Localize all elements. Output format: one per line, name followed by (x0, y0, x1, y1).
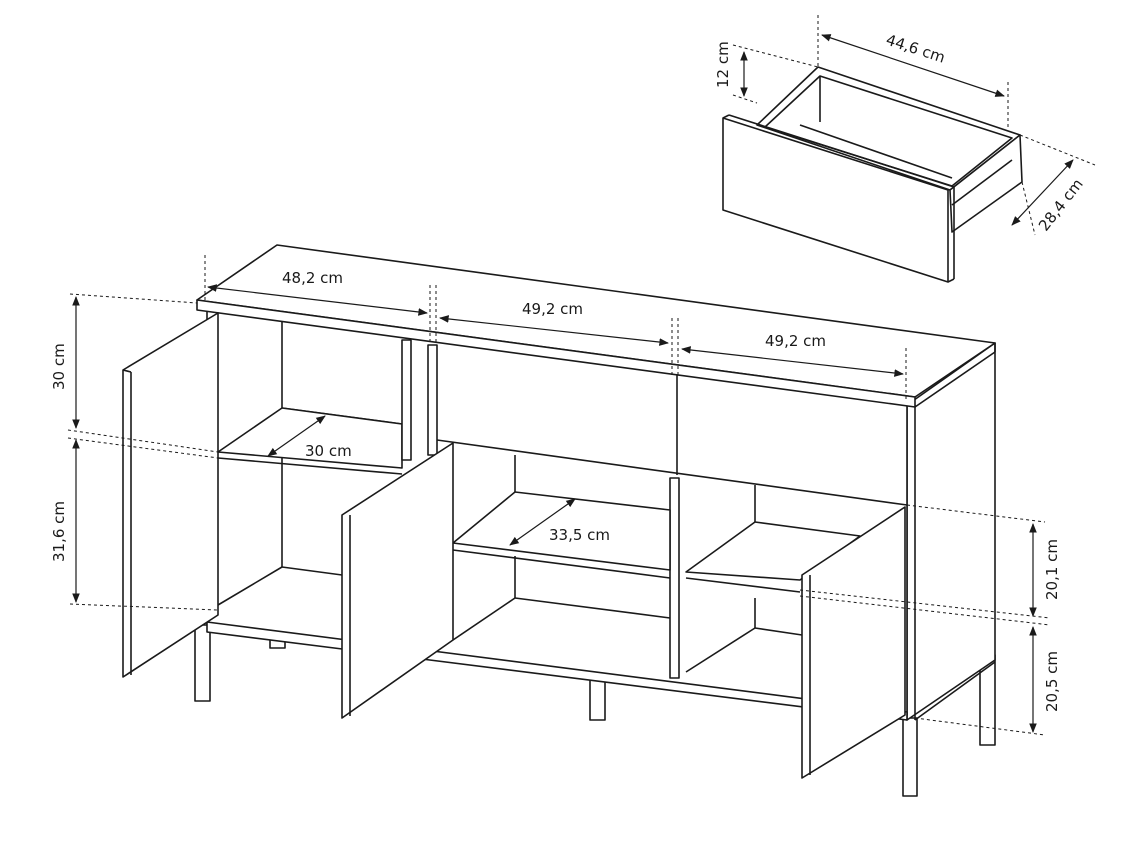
right-shelf-height-label: 20,1 cm (1043, 539, 1061, 600)
cabinet-dimensions (67, 255, 1051, 736)
right-door (801, 506, 906, 779)
drawer-dimensions (732, 15, 1096, 236)
lower-height-label: 31,6 cm (50, 501, 68, 562)
middle-door (341, 442, 454, 719)
leg-height-label: 20,5 cm (1043, 651, 1061, 712)
middle-shelf-depth-label: 33,5 cm (549, 526, 610, 544)
drawer-depth-label: 28,4 cm (1035, 175, 1087, 234)
left-shelf-depth-label: 30 cm (305, 442, 352, 460)
drawer-width-label: 44,6 cm (884, 31, 948, 67)
leg (902, 717, 918, 797)
compartment-width-3-label: 49,2 cm (765, 332, 826, 350)
upper-height-label: 30 cm (50, 343, 68, 390)
left-door (122, 312, 219, 678)
leg (589, 679, 606, 721)
leg (194, 624, 211, 702)
drawer-height-label: 12 cm (714, 41, 732, 88)
compartment-width-1-label: 48,2 cm (282, 269, 343, 287)
compartment-width-2-label: 49,2 cm (522, 300, 583, 318)
drawer (722, 66, 1023, 283)
sideboard (122, 244, 996, 797)
